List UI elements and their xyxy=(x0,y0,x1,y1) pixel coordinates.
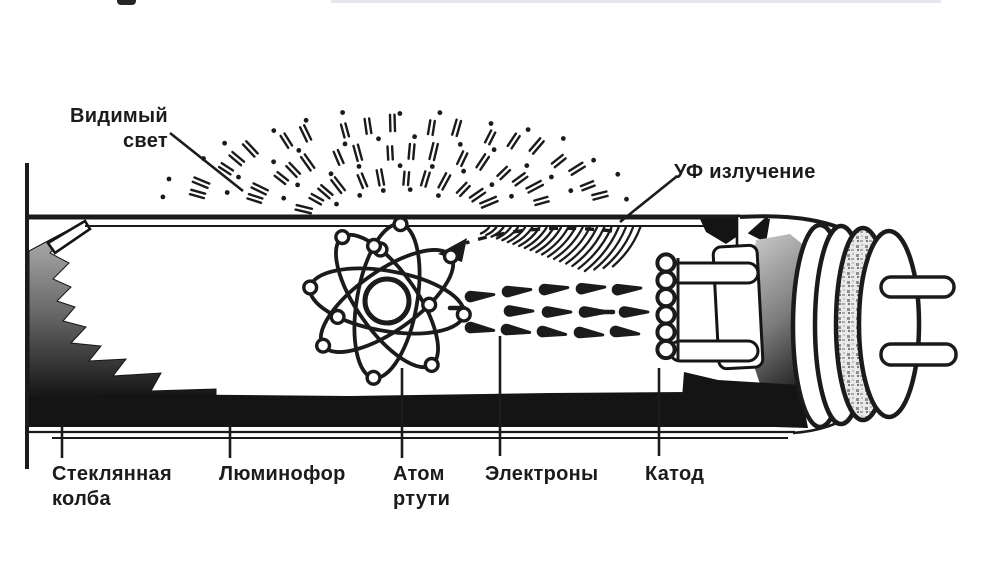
cropped-highlight-line xyxy=(331,0,941,3)
cathode-support-top xyxy=(668,261,760,285)
label-uv-radiation: УФ излучение xyxy=(674,161,816,183)
cap-pin-bottom xyxy=(879,342,958,367)
label-visible-light-line2: свет xyxy=(122,130,168,153)
label-visible-light: Видимый свет xyxy=(30,104,168,154)
label-mercury-atom-line1: Атом xyxy=(393,463,445,485)
label-visible-light-line1: Видимый xyxy=(70,105,168,127)
label-glass-bulb: Стеклянная колба xyxy=(52,462,172,512)
glass-cutaway-shading xyxy=(28,226,217,404)
label-electrons: Электроны xyxy=(485,463,599,485)
electron-stream xyxy=(447,282,650,339)
label-mercury-atom-line2: ртути xyxy=(393,488,451,511)
cap-end-face xyxy=(856,228,922,420)
cap-pin-top xyxy=(879,275,956,299)
cathode-support-bottom xyxy=(668,339,760,363)
visible-light-leader-line xyxy=(169,131,244,193)
label-glass-bulb-line2: колба xyxy=(52,488,111,511)
label-mercury-atom: Атом ртути xyxy=(393,462,450,512)
label-cathode: Катод xyxy=(645,463,705,485)
mercury-atom-figure xyxy=(302,216,472,386)
label-phosphor: Люминофор xyxy=(219,463,346,485)
label-glass-bulb-line1: Стеклянная xyxy=(52,463,172,485)
cathode-coil xyxy=(655,252,680,362)
mount-bottom-black xyxy=(680,372,808,428)
uv-rays-fan xyxy=(479,226,642,273)
uv-photon-dashed-path xyxy=(465,226,613,245)
phosphor-band xyxy=(29,392,806,427)
cropped-text-fragment xyxy=(117,0,136,5)
visible-light-rays xyxy=(160,110,629,215)
